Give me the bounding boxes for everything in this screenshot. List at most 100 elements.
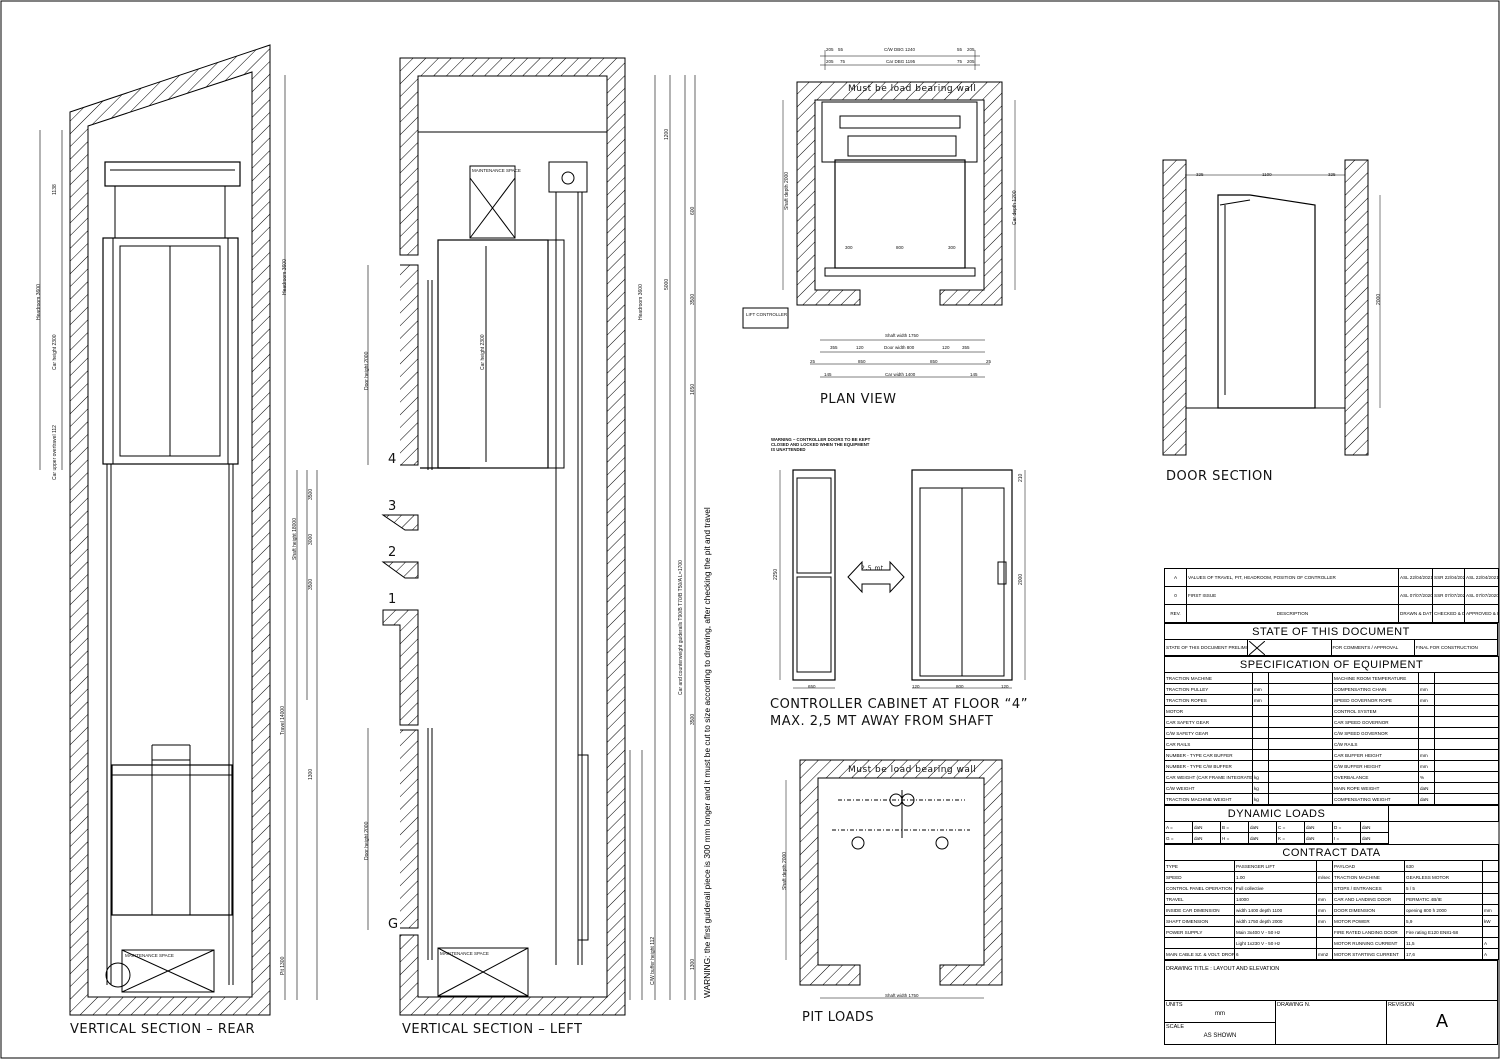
spec-cell: MACHINE ROOM TEMPERATURE: [1332, 672, 1419, 684]
title-left-section: VERTICAL SECTION – LEFT: [402, 1022, 583, 1037]
spec-title: SPECIFICATION OF EQUIPMENT: [1163, 656, 1500, 673]
contract-cell: mm2: [1316, 948, 1333, 960]
dyn-cell: D =: [1332, 821, 1361, 833]
contract-cell: 5 / 5: [1404, 882, 1483, 894]
units-label: UNITS: [1166, 1002, 1183, 1008]
spec-cell: [1433, 760, 1500, 772]
spec-cell: [1418, 716, 1435, 728]
dim-car-width: Car width 1400: [885, 372, 916, 377]
spec-cell: [1252, 749, 1269, 761]
contract-cell: [1164, 937, 1235, 949]
dim-w355b: 355: [962, 345, 970, 350]
floor-label-4: 4: [388, 452, 397, 467]
spec-cell: mm: [1418, 683, 1435, 695]
contract-cell: CAR AND LANDING DOOR: [1332, 893, 1405, 905]
dyn-cell: daN: [1304, 832, 1333, 844]
contract-cell: PASSENGER LIFT: [1234, 860, 1317, 872]
dim-rear-v5: 1300: [308, 768, 314, 780]
spec-cell: mm: [1418, 749, 1435, 761]
spec-cell: [1418, 738, 1435, 750]
spec-cell: [1268, 771, 1333, 783]
title-pit-loads: PIT LOADS: [802, 1010, 875, 1025]
rev-0-desc: FIRST ISSUE: [1186, 586, 1399, 605]
dim-door-a: 325: [1196, 172, 1204, 177]
spec-cell: kg: [1252, 782, 1269, 794]
dim-w145a: 145: [824, 372, 832, 377]
rev-0-approved: ASL 07/07/2020: [1464, 586, 1499, 605]
dim-car-depth-plan: Car depth 1200: [1012, 190, 1018, 225]
spec-cell: [1268, 727, 1333, 739]
spec-cell: [1433, 716, 1500, 728]
contract-cell: DOOR DIMENSION: [1332, 904, 1405, 916]
dim-left-v6: 3500: [690, 713, 696, 725]
spec-cell: mm: [1252, 683, 1269, 695]
rev-0-checked: SSR 07/07/2020: [1432, 586, 1465, 605]
spec-cell: [1268, 705, 1333, 717]
dim-cabinet-h: 2250: [773, 568, 779, 580]
dim-cabinet-h2: 2000: [1018, 573, 1024, 585]
dim-w850a: 850: [858, 359, 866, 364]
dim-door-side-b: 300: [948, 245, 956, 250]
contract-cell: [1481, 871, 1500, 883]
state-title: STATE OF THIS DOCUMENT: [1164, 623, 1498, 640]
contract-cell: POWER SUPPLY: [1164, 926, 1235, 938]
spec-cell: [1433, 771, 1500, 783]
dim-w25b: 25: [986, 359, 992, 364]
spec-cell: TRACTION MACHINE WEIGHT: [1164, 793, 1253, 805]
spec-cell: [1252, 705, 1269, 717]
dim-car-height-left: Car height 2300: [480, 334, 486, 370]
rev-a-desc: VALUES OF TRAVEL, PIT, HEADROOM, POSITIO…: [1186, 568, 1399, 587]
spec-cell: [1268, 760, 1333, 772]
contract-cell: PAYLOAD: [1332, 860, 1405, 872]
dim-left-v7: 1300: [690, 958, 696, 970]
dim-door-height-bottom: Door height 2000: [364, 821, 370, 860]
spec-cell: [1268, 793, 1333, 805]
dim-car-height-rear: Car height 2300: [52, 334, 58, 370]
title-plan-view: PLAN VIEW: [820, 392, 897, 407]
spec-cell: CAR SAFETY GEAR: [1164, 716, 1253, 728]
contract-cell: Light 1x230 V - 50 Hz: [1234, 937, 1317, 949]
spec-cell: [1268, 683, 1333, 695]
spec-cell: [1268, 782, 1333, 794]
left-section: [367, 57, 696, 1016]
rev-a-checked: SSR 22/04/2021: [1432, 568, 1465, 587]
dim-door-b: 1100: [1262, 172, 1272, 177]
contract-cell: INSIDE CAR DIMENSION: [1164, 904, 1235, 916]
units-value: mm: [1215, 1011, 1225, 1017]
contract-cell: STOPS / ENTRANCES: [1332, 882, 1405, 894]
spec-cell: MAIN ROPE WEIGHT: [1332, 782, 1419, 794]
rev-a: A: [1164, 568, 1187, 587]
spec-cell: daN: [1418, 782, 1435, 794]
dim-headroom-rear: Headroom 3600: [36, 284, 42, 320]
state-comments: FOR COMMENTS / APPROVAL: [1330, 639, 1415, 656]
spec-cell: [1433, 694, 1500, 706]
dim-cabinet-w: 650: [808, 684, 816, 689]
contract-cell: 6: [1234, 948, 1317, 960]
spec-cell: [1433, 749, 1500, 761]
contract-cell: A: [1481, 937, 1500, 949]
dim-shaft-depth-plan: Shaft depth 2000: [784, 171, 790, 210]
spec-cell: [1268, 672, 1333, 684]
dim-left-v5: 1650: [690, 383, 696, 395]
spec-cell: [1252, 727, 1269, 739]
dyn-cell: daN: [1248, 832, 1277, 844]
contract-cell: FIRE RATED LANDING DOOR: [1332, 926, 1405, 938]
contract-cell: mm: [1316, 915, 1333, 927]
spec-cell: [1268, 694, 1333, 706]
contract-title: CONTRACT DATA: [1163, 844, 1500, 861]
dim-w850b: 850: [930, 359, 938, 364]
spec-cell: MOTOR: [1164, 705, 1253, 717]
pit-loads: [785, 759, 1003, 999]
contract-cell: MOTOR POWER: [1332, 915, 1405, 927]
guiderail-warning: WARNING: the first guiderail piece is 30…: [702, 507, 712, 998]
spec-cell: CAR WEIGHT (CAR FRAME INTEGRATED): [1164, 771, 1253, 783]
dim-w25a: 25: [810, 359, 816, 364]
spec-cell: [1418, 727, 1435, 739]
dyn-cell: A =: [1164, 821, 1193, 833]
dim-door-h: 2000: [1376, 293, 1382, 305]
